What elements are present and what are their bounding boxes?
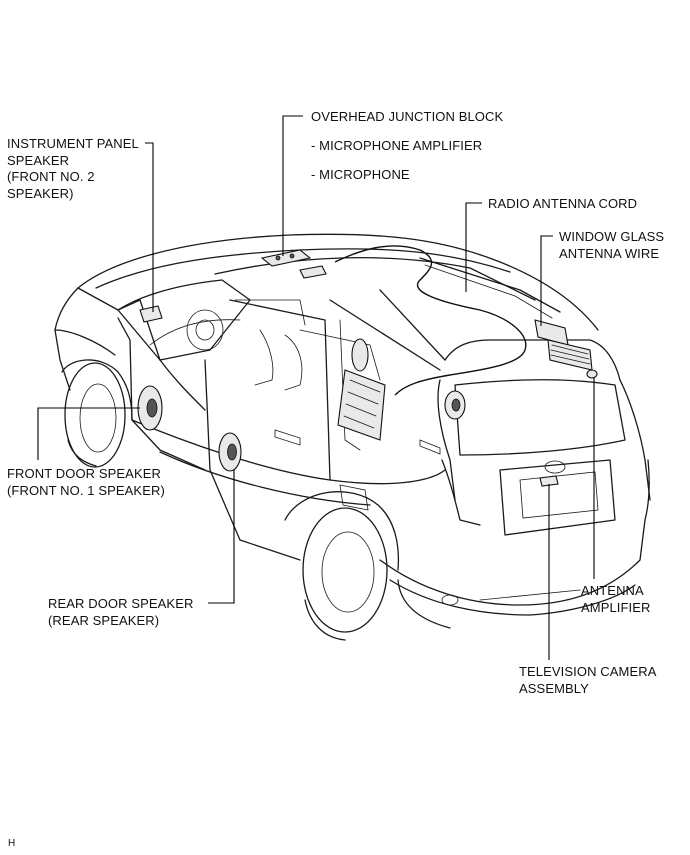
label-microphone: - MICROPHONE <box>311 167 410 182</box>
footer-code: H <box>8 838 16 849</box>
vehicle-body <box>54 233 651 641</box>
rear-quarter-speaker-component <box>337 338 466 441</box>
rear-door-speaker-component <box>218 432 242 472</box>
radio-antenna-cord-path <box>334 245 527 396</box>
label-television-camera-assembly: TELEVISION CAMERA ASSEMBLY <box>519 664 657 696</box>
television-camera-component <box>539 475 559 487</box>
antenna-amplifier-component <box>586 369 598 379</box>
front-door-speaker-component <box>137 385 163 431</box>
leader-lines <box>37 115 595 660</box>
instrument-panel-speaker-component <box>139 305 163 323</box>
label-rear-door-speaker: REAR DOOR SPEAKER (REAR SPEAKER) <box>48 596 194 628</box>
label-antenna-amplifier: ANTENNA AMPLIFIER <box>581 583 651 615</box>
label-microphone-amplifier: - MICROPHONE AMPLIFIER <box>311 138 483 153</box>
window-glass-antenna-wire-component <box>534 319 593 371</box>
microphone-component <box>299 265 327 279</box>
overhead-junction-block <box>260 249 312 267</box>
label-front-door-speaker: FRONT DOOR SPEAKER (FRONT NO. 1 SPEAKER) <box>7 466 165 498</box>
label-window-glass-antenna-wire: WINDOW GLASS ANTENNA WIRE <box>559 229 665 261</box>
label-overhead-junction-block: OVERHEAD JUNCTION BLOCK <box>311 109 504 124</box>
label-radio-antenna-cord: RADIO ANTENNA CORD <box>488 196 638 211</box>
label-instrument-panel-speaker: INSTRUMENT PANEL SPEAKER (FRONT NO. 2 SP… <box>7 136 139 201</box>
